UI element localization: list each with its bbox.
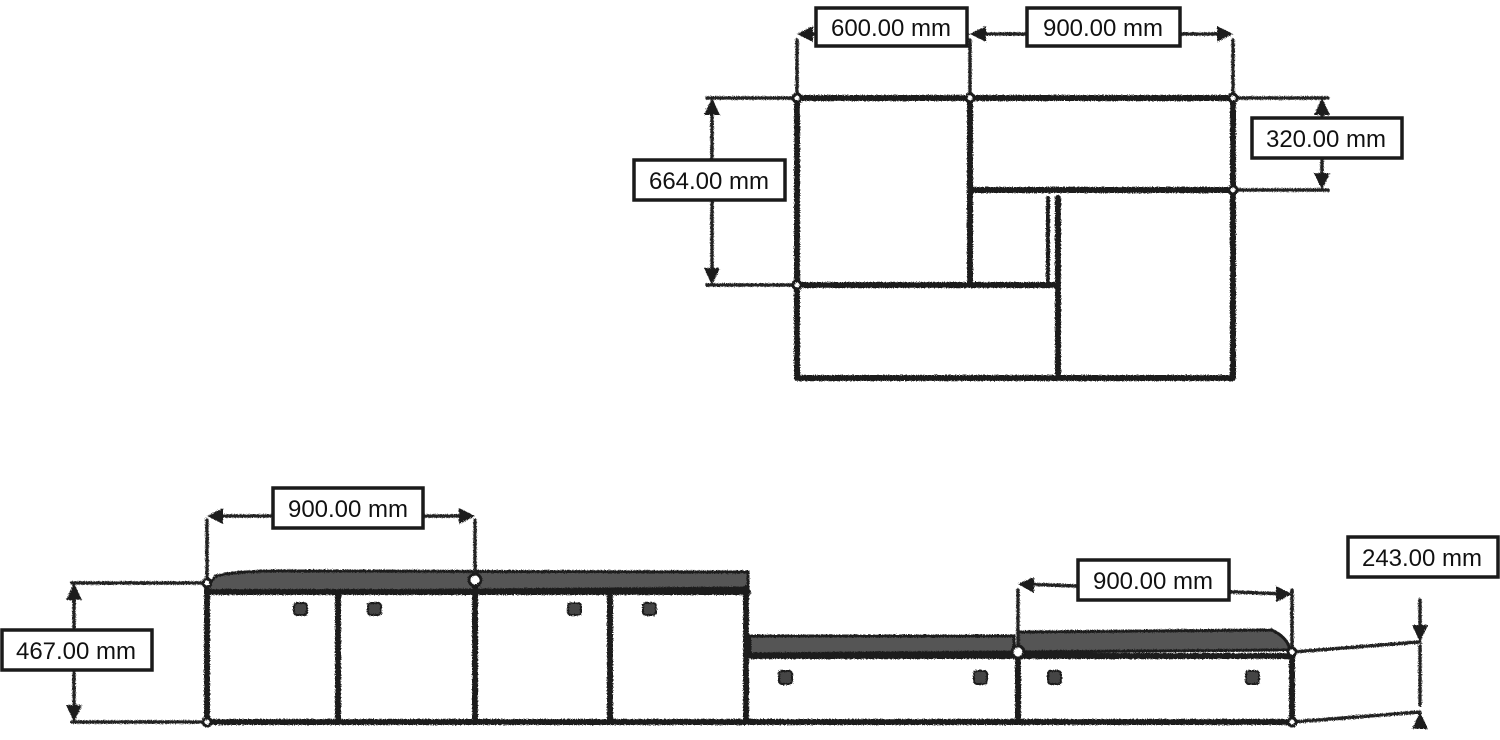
plan-extension-lines bbox=[705, 38, 1330, 287]
dim-text-elev-tall-height: 467.00 mm bbox=[16, 638, 136, 665]
dim-text-plan-depth-right: 320.00 mm bbox=[1266, 126, 1386, 153]
dim-label-467: 467.00 mm bbox=[0, 628, 154, 672]
dim-label-320: 320.00 mm bbox=[1250, 116, 1404, 160]
dim-label-900-tall: 900.00 mm bbox=[271, 486, 425, 530]
low-cabinet-knobs bbox=[778, 670, 1260, 685]
plan-nodes bbox=[791, 92, 1239, 291]
tall-cabinets bbox=[204, 582, 1295, 725]
elevation-view bbox=[66, 508, 1428, 729]
dim-text-plan-width-left: 600.00 mm bbox=[831, 15, 951, 42]
dim-text-elev-low-width: 900.00 mm bbox=[1093, 568, 1213, 595]
dim-label-600: 600.00 mm bbox=[814, 6, 969, 48]
dim-label-664: 664.00 mm bbox=[632, 158, 787, 202]
dim-label-243: 243.00 mm bbox=[1346, 535, 1500, 579]
dim-text-plan-depth-left: 664.00 mm bbox=[649, 168, 769, 195]
plan-view bbox=[704, 26, 1330, 381]
dim-label-900-low: 900.00 mm bbox=[1076, 558, 1231, 602]
dim-text-elev-tall-width: 900.00 mm bbox=[288, 496, 408, 523]
low-cabinets bbox=[747, 647, 1295, 725]
elevation-arrowheads bbox=[66, 508, 1428, 729]
plan-outline bbox=[794, 95, 1236, 381]
tall-cabinet-knobs bbox=[293, 602, 657, 616]
elevation-nodes bbox=[201, 572, 1298, 728]
dim-text-elev-low-height: 243.00 mm bbox=[1362, 545, 1482, 572]
dim-label-900-plan: 900.00 mm bbox=[1025, 6, 1182, 48]
elevation-extension-lines bbox=[70, 518, 1422, 724]
dim-text-plan-width-right: 900.00 mm bbox=[1043, 15, 1163, 42]
